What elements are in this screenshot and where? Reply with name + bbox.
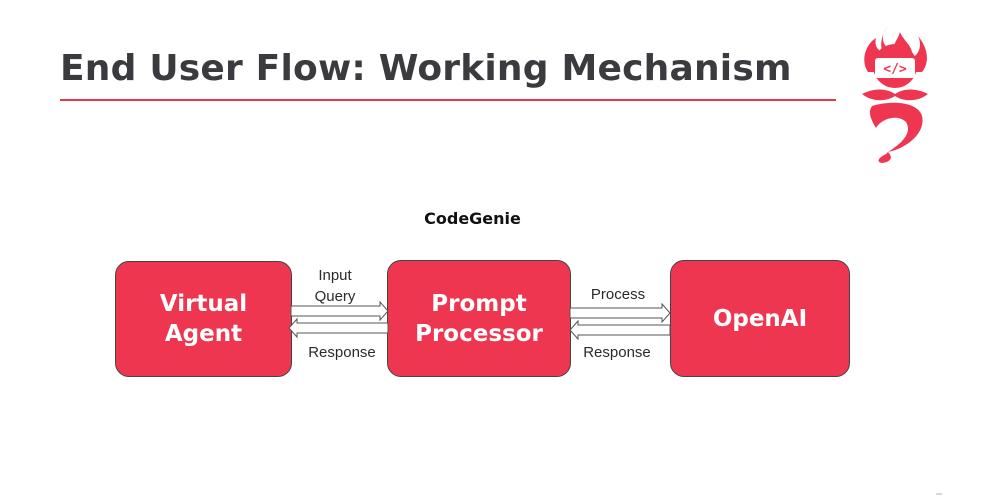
- arrow-input-query: [290, 300, 389, 322]
- edge-label-input-query: Input Query: [314, 267, 356, 305]
- edge-label-response-left: Response: [308, 344, 376, 361]
- arrow-response-left: [288, 317, 389, 339]
- virtual-agent-label: Virtual Agent: [159, 291, 248, 347]
- title-underline: [60, 99, 836, 101]
- virtual-agent-node: Virtual Agent: [115, 261, 292, 377]
- edge-label-response-right: Response: [583, 344, 651, 361]
- prompt-processor-label: Prompt Processor: [415, 290, 543, 347]
- logo-glyph: </>: [883, 62, 907, 77]
- arrow-response-right: [569, 319, 671, 341]
- diagram-heading: CodeGenie: [424, 209, 521, 228]
- arrow-process: [569, 302, 671, 324]
- slide-title: End User Flow: Working Mechanism: [60, 48, 792, 89]
- corner-mark: [936, 493, 942, 495]
- openai-node: OpenAI: [670, 260, 850, 377]
- genie-code-icon: </>: [862, 26, 928, 163]
- prompt-processor-node: Prompt Processor: [387, 260, 571, 377]
- edge-label-process: Process: [590, 286, 646, 303]
- openai-label: OpenAI: [712, 305, 808, 332]
